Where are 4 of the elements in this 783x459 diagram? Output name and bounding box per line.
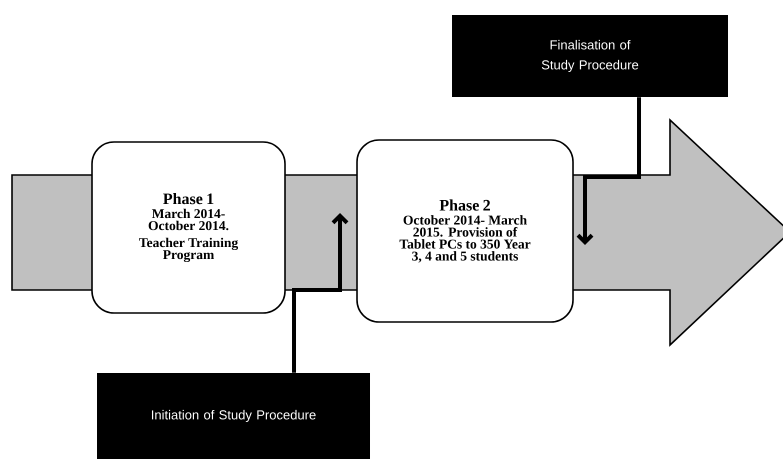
arrow <box>576 97 641 245</box>
arrow <box>292 213 348 373</box>
label-box: Finalisation of Study Procedure <box>452 15 728 97</box>
label-box: Initiation of Study Procedure <box>97 373 370 459</box>
